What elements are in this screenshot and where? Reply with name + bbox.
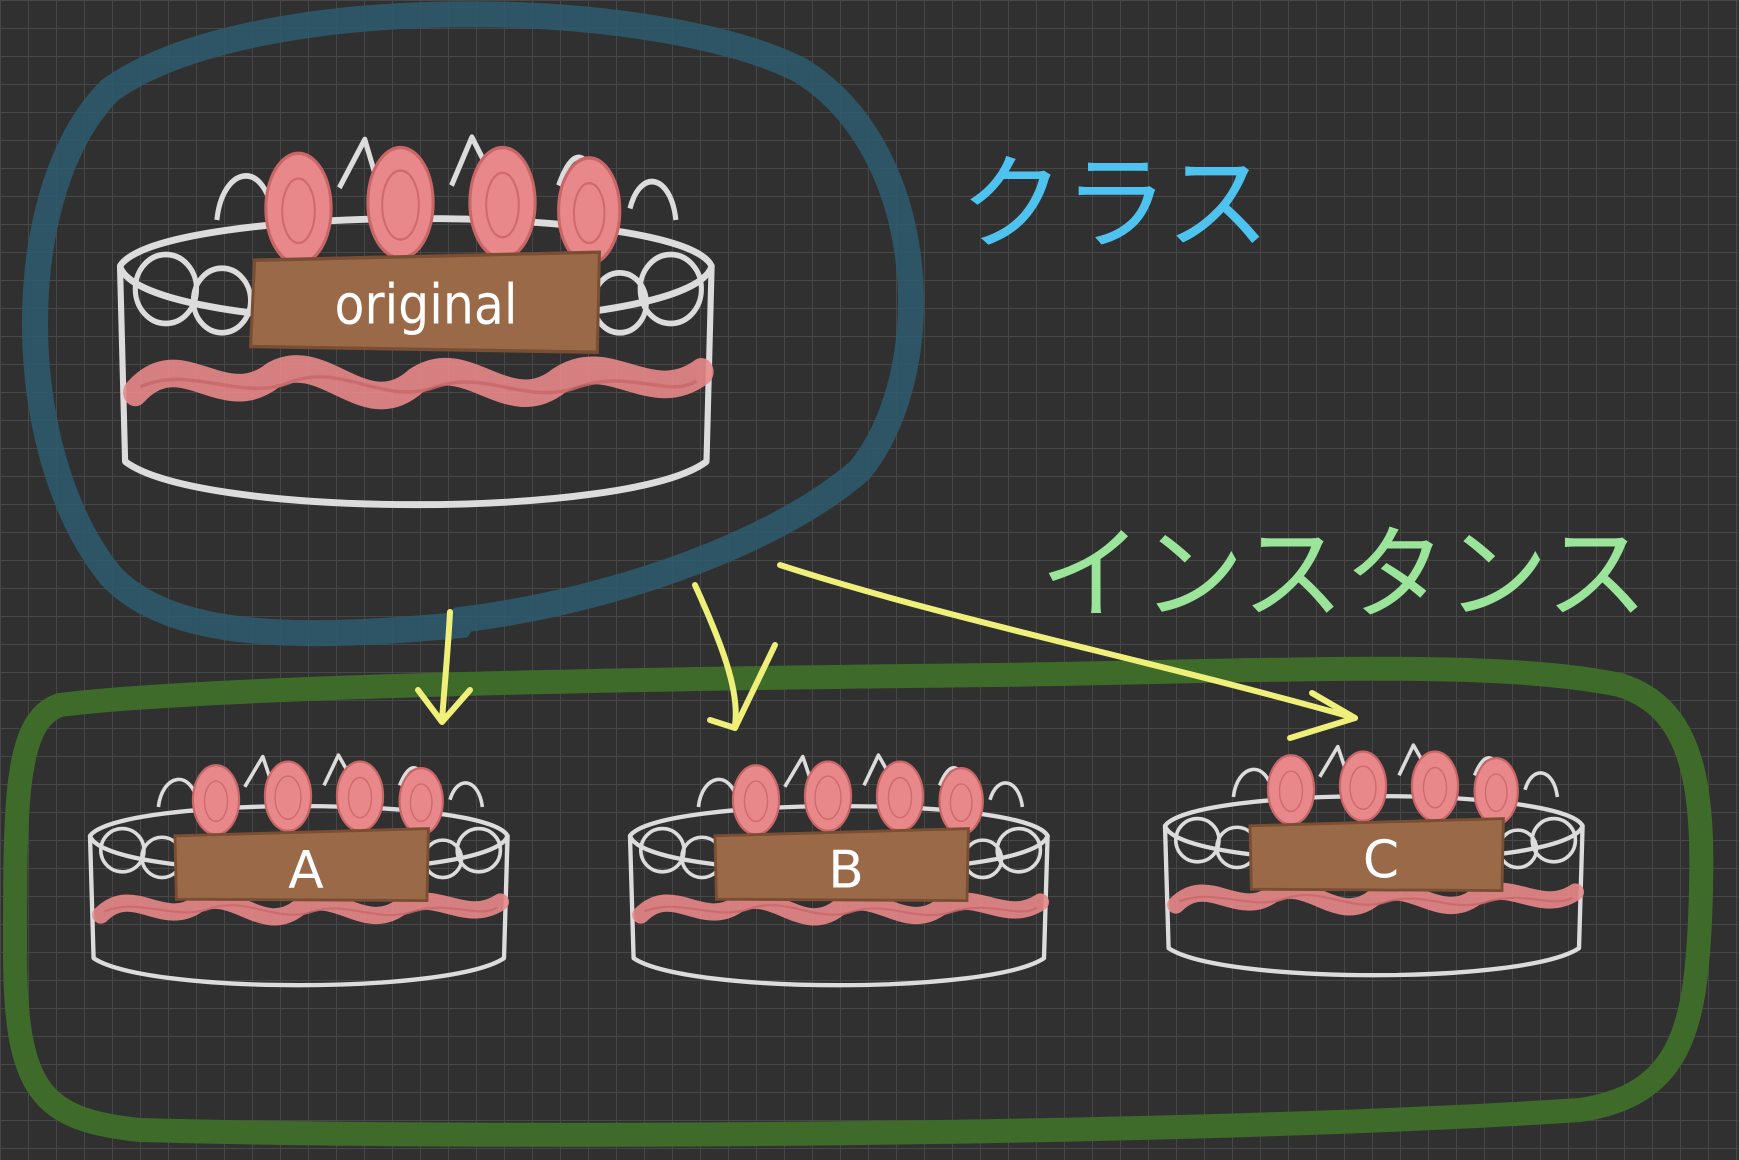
plate-text-a: A: [288, 841, 324, 901]
class-outline: [22, 1, 924, 647]
chocolate-plate-c: [1248, 817, 1505, 893]
plate-text-b: B: [828, 841, 864, 901]
cake-a: A: [90, 755, 508, 985]
class-label: クラス: [960, 143, 1270, 265]
arrow-to-b: [692, 582, 778, 731]
chocolate-plate-b: [713, 827, 970, 903]
arrow-to-c: [777, 562, 1358, 741]
plate-text-original: original: [335, 274, 518, 337]
cake-b: B: [630, 755, 1048, 985]
chocolate-plate-original: [248, 250, 601, 354]
cake-c: C: [1165, 745, 1583, 975]
chocolate-plate-a: [173, 827, 430, 903]
instance-label: インスタンス: [1040, 516, 1648, 635]
arrow-to-a: [415, 609, 473, 725]
plate-text-c: C: [1363, 831, 1399, 891]
instance-outline: [2, 656, 1714, 1147]
cake-original: original: [120, 137, 712, 504]
